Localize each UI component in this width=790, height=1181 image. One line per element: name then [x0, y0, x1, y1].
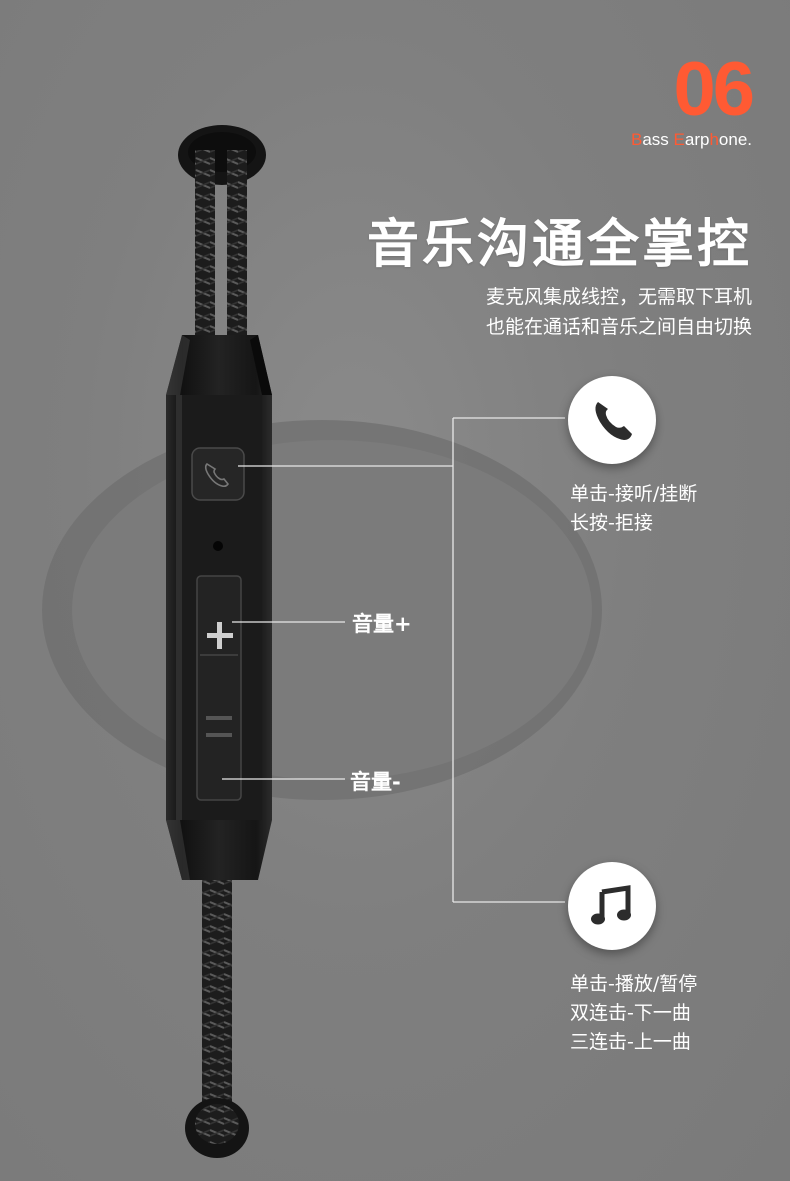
plus-icon-v: [217, 622, 222, 649]
call-button: [191, 447, 245, 501]
microphone-hole: [213, 541, 223, 551]
description-line-1: 麦克风集成线控，无需取下耳机: [485, 286, 752, 308]
section-badge: 06 Bass Earphone.: [630, 47, 755, 150]
volume-rocker: [196, 575, 242, 801]
section-number: 06: [673, 47, 755, 132]
minus-icon-bottom: [206, 733, 232, 737]
headline: 音乐沟通全掌控: [366, 215, 752, 275]
volume-up-label: 音量+: [352, 612, 412, 636]
description-line-2: 也能在通话和音乐之间自由切换: [485, 316, 752, 338]
brand-tagline: Bass Earphone.: [630, 130, 752, 149]
lower-cable: [202, 870, 232, 1130]
upper-cable-right: [227, 150, 247, 345]
phone-icon: [568, 376, 656, 464]
background-disc-inner: [72, 440, 592, 780]
upper-cable-left: [195, 150, 215, 345]
volume-down-label: 音量-: [350, 770, 401, 794]
minus-icon-top: [206, 716, 232, 720]
call-function-text: 单击-接听/挂断 长按-拒接: [570, 483, 698, 534]
music-note-icon: [568, 862, 656, 950]
music-function-text: 单击-播放/暂停 双连击-下一曲 三连击-上一曲: [570, 973, 698, 1053]
